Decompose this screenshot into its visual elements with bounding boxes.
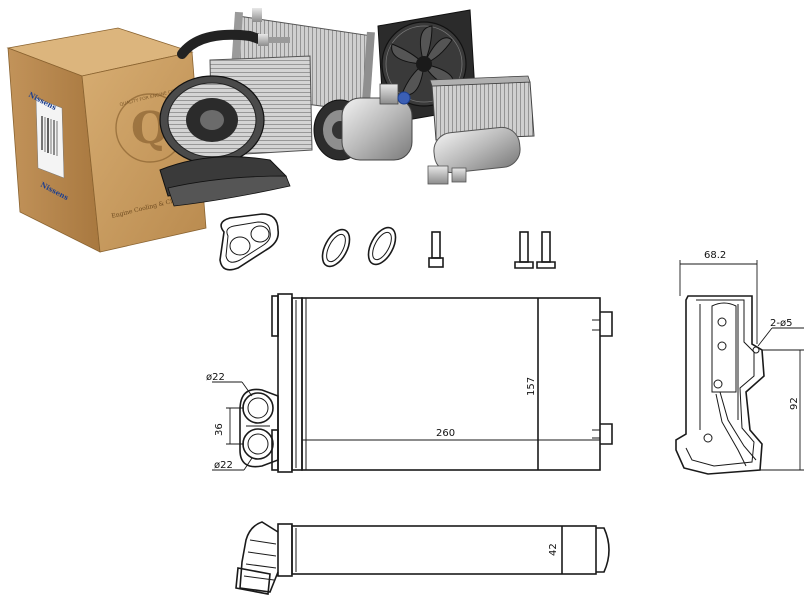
heater-core xyxy=(429,75,535,141)
ac-compressor xyxy=(313,83,413,161)
heater-front-view xyxy=(239,293,613,473)
dimension-depth-top: 68.2 xyxy=(679,250,758,344)
dimension-pipe-top: ø22 xyxy=(206,372,253,397)
refrigerant-pipe xyxy=(258,34,290,46)
dim-pipe-bottom-label: ø22 xyxy=(214,460,233,471)
dimension-hole: 2-ø5 xyxy=(757,318,804,347)
dim-side-height-label: 92 xyxy=(789,397,800,410)
o-ring-right xyxy=(367,226,397,266)
dim-height-label: 157 xyxy=(526,377,537,396)
screw-short xyxy=(428,231,444,268)
barcode-label xyxy=(35,97,65,179)
screw-long-right xyxy=(536,231,556,269)
dim-width-label: 260 xyxy=(436,428,455,439)
dimension-pipe-bottom: ø22 xyxy=(212,457,253,471)
dim-pipe-top-label: ø22 xyxy=(206,372,225,383)
dimension-side-height: 92 xyxy=(760,349,804,471)
blower-motor xyxy=(159,29,313,207)
receiver-dryer xyxy=(427,126,521,185)
dim-hole-label: 2-ø5 xyxy=(770,318,792,329)
flange-gasket xyxy=(219,213,280,271)
dimension-height: 157 xyxy=(526,298,539,470)
dimension-pipe-spacing: 36 xyxy=(214,407,244,445)
heater-side-view xyxy=(675,295,765,475)
dimension-bottom-depth: 42 xyxy=(548,526,563,574)
dimension-width: 260 xyxy=(302,428,538,441)
screw-long-left xyxy=(514,231,534,269)
dim-bottom-depth-label: 42 xyxy=(548,543,559,556)
heater-bottom-view xyxy=(235,521,610,595)
dim-pipe-spacing-label: 36 xyxy=(214,423,225,436)
o-ring-left xyxy=(321,228,351,268)
dim-depth-top-label: 68.2 xyxy=(704,250,726,261)
